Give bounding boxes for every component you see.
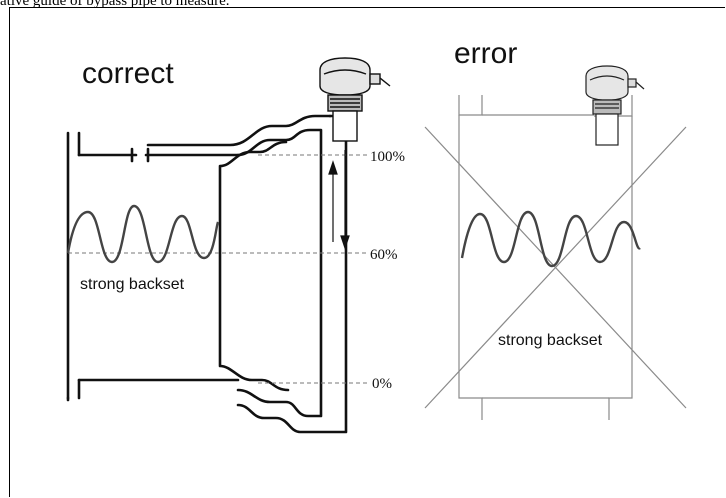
error-title: error <box>454 37 517 70</box>
range-arrows <box>328 150 350 250</box>
sensor-error-icon <box>585 65 645 146</box>
error-backset-label: strong backset <box>498 332 603 349</box>
caption-text: ative guide of bypass pipe to measure. <box>0 0 230 9</box>
level-label-0: 0% <box>372 376 392 392</box>
correct-diagram <box>66 114 348 434</box>
correct-level-lines <box>68 154 368 384</box>
correct-title: correct <box>82 57 174 90</box>
top-channel-left <box>77 147 240 163</box>
page-frame <box>9 7 725 497</box>
error-cross-icon <box>424 126 687 409</box>
level-label-100: 100% <box>370 149 405 165</box>
bottom-channel <box>66 378 240 402</box>
inner-chamber <box>218 140 290 392</box>
error-tank-top-left <box>458 95 483 116</box>
bypass-outer <box>236 114 348 434</box>
top-channel-upper <box>146 114 332 147</box>
sensor-correct-icon <box>319 57 391 142</box>
top-channel-lower <box>236 128 323 418</box>
correct-wave <box>66 204 220 264</box>
error-tank-outline <box>458 115 633 420</box>
error-wave <box>460 210 642 268</box>
correct-backset-label: strong backset <box>80 276 185 293</box>
level-label-60: 60% <box>370 247 398 263</box>
